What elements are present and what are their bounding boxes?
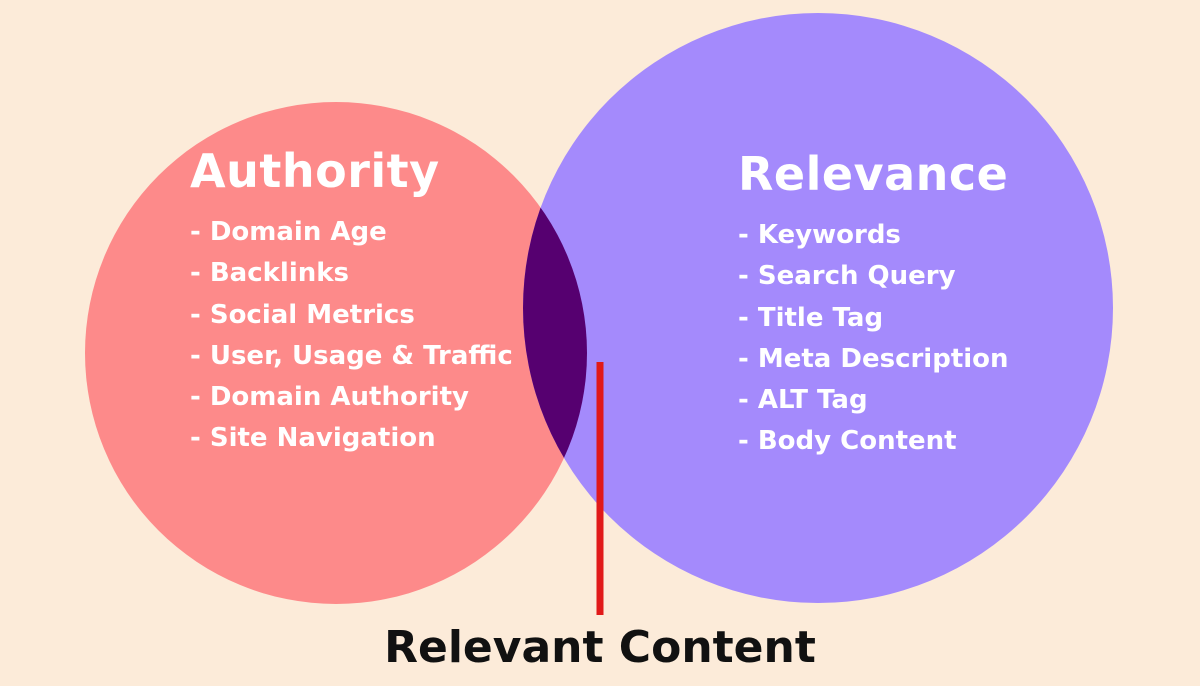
relevance-item: - Body Content — [738, 426, 957, 457]
relevance-item: - Keywords — [738, 220, 901, 250]
authority-item: - Domain Authority — [190, 382, 469, 413]
relevance-item: - Meta Description — [738, 343, 1009, 374]
relevance-item: - ALT Tag — [738, 385, 868, 416]
relevance-item: - Search Query — [738, 261, 956, 292]
authority-item: - Backlinks — [190, 258, 350, 289]
intersection-label: Relevant Content — [384, 622, 816, 673]
relevance-set: Relevance - Keywords - Search Query - Ti… — [738, 146, 1009, 463]
authority-circle — [85, 102, 587, 604]
relevance-title: Relevance — [738, 147, 1009, 201]
authority-title: Authority — [190, 144, 440, 198]
authority-item: - User, Usage & Traffic — [190, 340, 513, 371]
authority-set: Authority - Domain Age - Backlinks - Soc… — [190, 143, 513, 460]
authority-item: - Site Navigation — [190, 423, 436, 454]
relevance-item: - Title Tag — [738, 302, 884, 333]
authority-list: - Domain Age - Backlinks - Social Metric… — [190, 212, 513, 460]
authority-item: - Social Metrics — [190, 299, 415, 330]
relevance-list: - Keywords - Search Query - Title Tag - … — [738, 215, 1009, 463]
relevance-circle — [523, 13, 1113, 603]
authority-item: - Domain Age — [190, 217, 387, 247]
